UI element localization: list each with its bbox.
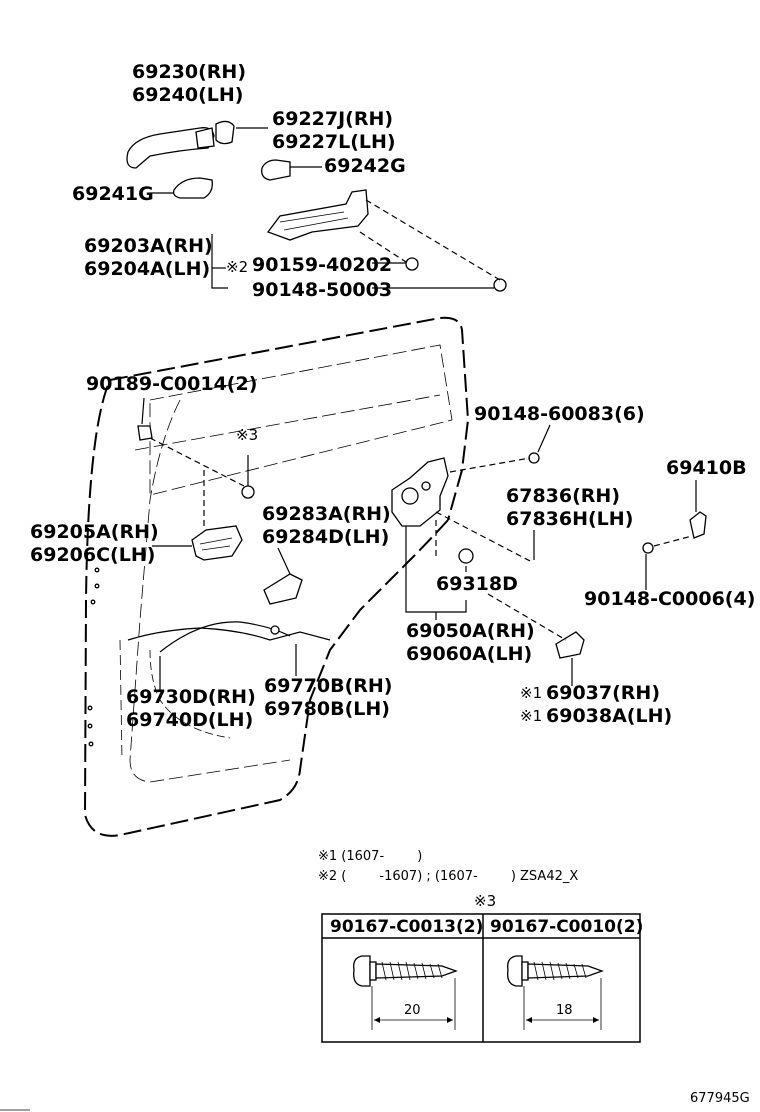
label-screw-mark3: ※3 — [236, 426, 258, 444]
label-bolt-mark: ※2 — [226, 258, 248, 276]
screw-table-col2-header: 90167-C0010(2) — [490, 917, 643, 937]
label-bolt-90159: 90159-40202 — [252, 254, 392, 276]
label-cap-lh: 69227L(LH) — [272, 131, 396, 153]
label-stopper-screw: 90148-C0006(4) — [584, 588, 755, 610]
label-bracket-rh: 69037(RH) — [546, 682, 660, 704]
label-bolt-90148-50003: 90148-50003 — [252, 279, 392, 301]
note-2: ※2 ( -1607) ; (1607- ) ZSA42_X — [318, 869, 578, 884]
label-lock-lh: 69060A(LH) — [406, 643, 532, 665]
stopper-shape — [642, 511, 707, 554]
label-inner-handle-rh: 69205A(RH) — [30, 521, 159, 543]
cable-shape — [127, 621, 331, 739]
label-rod-rh: 67836(RH) — [506, 485, 620, 507]
label-bracket-mark-rh: ※1 — [520, 684, 542, 702]
leader-lines — [141, 127, 697, 690]
label-grommet: 69318D — [436, 573, 518, 595]
footnotes: ※1 (1607- ) ※2 ( -1607) ; (1607- ) ZSA42… — [318, 849, 578, 910]
label-cap-rh: 69227J(RH) — [272, 108, 393, 130]
screw-c0013-length: 20 — [404, 1003, 421, 1018]
handle-frame-shape — [266, 189, 507, 292]
label-bracket-lh: 69038A(LH) — [546, 705, 672, 727]
label-cover-rh: 69283A(RH) — [262, 503, 391, 525]
label-frame-rh: 69203A(RH) — [84, 235, 213, 257]
door-holes — [87, 567, 100, 747]
cover-shape — [263, 573, 303, 605]
screw-table-col1-header: 90167-C0013(2) — [330, 917, 483, 937]
label-cover-lh: 69284D(LH) — [262, 526, 389, 548]
diagram-id: 677945G — [690, 1091, 750, 1106]
label-lock-rh: 69050A(RH) — [406, 620, 535, 642]
inner-handle-shape — [191, 525, 243, 561]
screw-table-title: ※3 — [474, 892, 496, 910]
label-cable2-lh: 69780B(LH) — [264, 698, 390, 720]
label-stopper: 69410B — [666, 457, 747, 479]
label-frame-lh: 69204A(LH) — [84, 258, 210, 280]
note-1: ※1 (1607- ) — [318, 849, 422, 864]
screw-c0013-shape: 20 — [353, 955, 458, 1030]
screw-table: 90167-C0013(2) 90167-C0010(2) 20 18 — [321, 913, 643, 1043]
door-outline — [83, 316, 470, 837]
screw-c0010-length: 18 — [556, 1003, 573, 1018]
label-cable-rh: 69730D(RH) — [126, 686, 256, 708]
label-inner-handle-lh: 69206C(LH) — [30, 544, 155, 566]
label-bracket-mark-lh: ※1 — [520, 707, 542, 725]
label-pad-69241g: 69241G — [72, 183, 154, 205]
label-clip-90189: 90189-C0014(2) — [86, 373, 257, 395]
label-cable-lh: 69740D(LH) — [126, 709, 253, 731]
door-lock-shape — [391, 452, 540, 564]
label-screw-90148-60083: 90148-60083(6) — [474, 403, 645, 425]
label-handle-rh: 69230(RH) — [132, 61, 246, 83]
label-pad-69242g: 69242G — [324, 155, 406, 177]
screw-c0010-shape: 18 — [507, 955, 604, 1030]
bracket-shape — [487, 593, 585, 659]
clip-shape — [137, 425, 255, 530]
label-cable2-rh: 69770B(RH) — [264, 675, 392, 697]
part-labels: 69230(RH) 69240(LH) 69227J(RH) 69227L(LH… — [30, 61, 755, 731]
outside-handle-shape — [126, 120, 291, 199]
label-handle-lh: 69240(LH) — [132, 84, 243, 106]
label-rod-lh: 67836H(LH) — [506, 508, 633, 530]
